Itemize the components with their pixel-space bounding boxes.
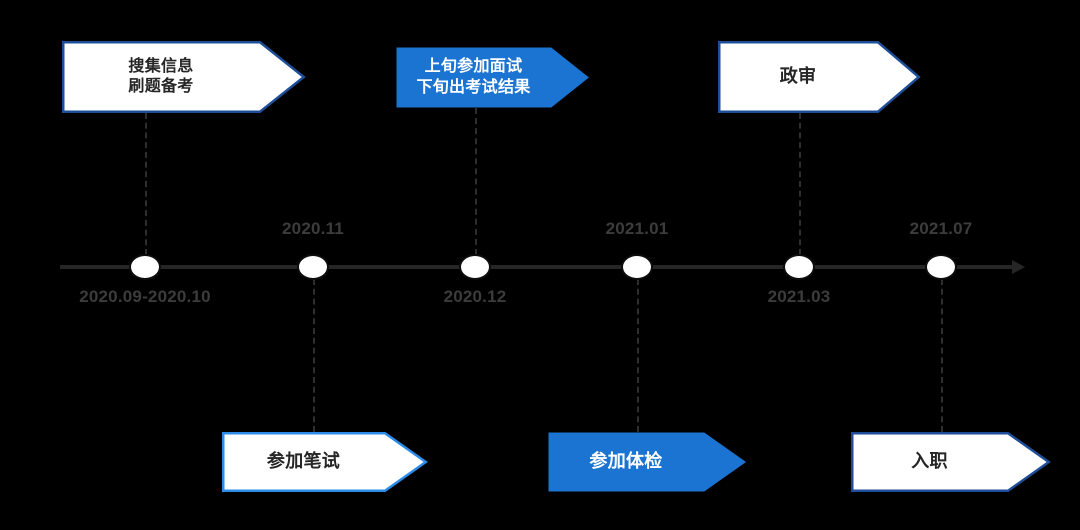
arrow-shape xyxy=(548,432,747,492)
timeline-node[interactable] xyxy=(297,254,329,280)
arrow-shape xyxy=(851,432,1051,492)
callout-medical-exam[interactable]: 参加体检 xyxy=(548,432,747,492)
callout-onboarding[interactable]: 入职 xyxy=(851,432,1051,492)
callout-political-review[interactable]: 政审 xyxy=(718,41,921,113)
callout-connector xyxy=(145,113,147,255)
timeline-node[interactable] xyxy=(459,254,491,280)
arrow-shape xyxy=(222,432,428,492)
timeline-date-label: 2021.01 xyxy=(605,219,669,238)
arrow-shape xyxy=(62,41,306,113)
timeline-date-label: 2020.12 xyxy=(443,287,507,306)
timeline-date-label: 2020.11 xyxy=(282,219,344,238)
callout-connector xyxy=(313,279,315,432)
arrow-shape xyxy=(396,47,589,108)
timeline-node[interactable] xyxy=(621,254,653,280)
timeline-node[interactable] xyxy=(925,254,957,280)
callout-connector xyxy=(941,279,943,432)
timeline-node[interactable] xyxy=(783,254,815,280)
callout-interview[interactable]: 上旬参加面试 下旬出考试结果 xyxy=(396,47,589,108)
callout-connector xyxy=(637,279,639,432)
callout-connector xyxy=(475,108,477,255)
timeline-node[interactable] xyxy=(129,254,161,280)
axis-arrowhead xyxy=(1012,260,1025,274)
timeline-date-label: 2020.09-2020.10 xyxy=(79,287,211,306)
callout-connector xyxy=(799,113,801,255)
arrow-shape xyxy=(718,41,921,113)
timeline-axis xyxy=(60,265,1015,269)
timeline-date-label: 2021.07 xyxy=(909,219,973,238)
callout-collect-info[interactable]: 搜集信息 刷题备考 xyxy=(62,41,306,113)
timeline-date-label: 2021.03 xyxy=(767,287,831,306)
callout-written-exam[interactable]: 参加笔试 xyxy=(222,432,428,492)
